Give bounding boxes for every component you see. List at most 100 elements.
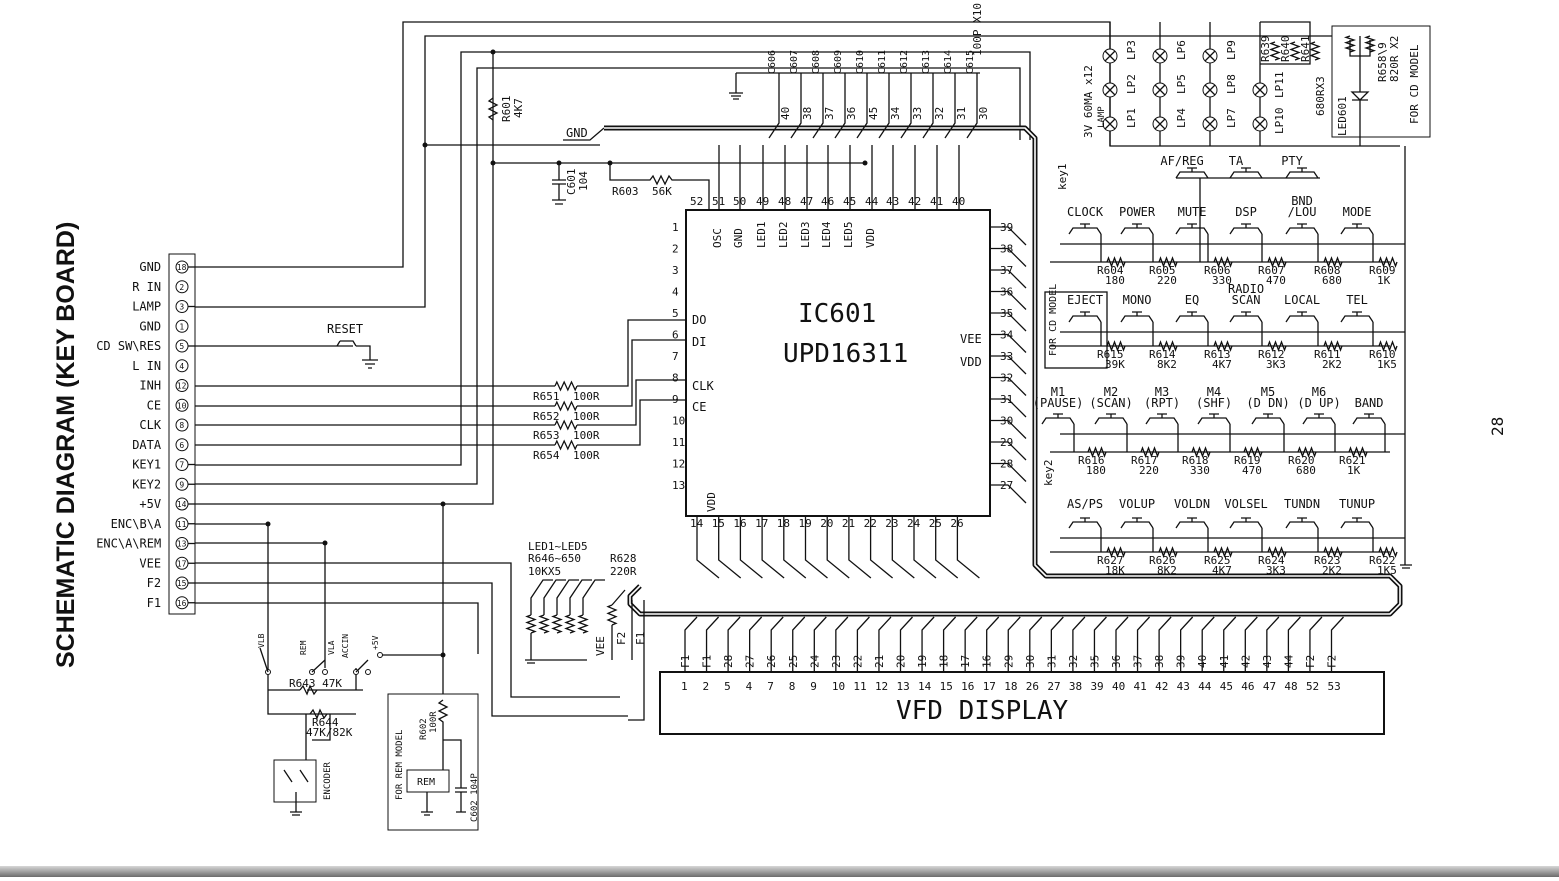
ic-right-lead [990, 226, 1027, 246]
key-label: (SCAN) [1089, 396, 1132, 410]
vfd-lead [813, 616, 827, 672]
vfd-lead [1223, 616, 1237, 672]
ic-left-pin-number: 2 [672, 243, 679, 256]
connector-pin-number: 13 [177, 540, 187, 549]
ic-right-lead [990, 333, 1027, 353]
key-switch [1197, 413, 1231, 425]
ic601-part: UPD16311 [783, 339, 908, 369]
cap-lead [812, 73, 824, 139]
lamp-label: LP5 [1175, 74, 1188, 94]
key-resistor [1267, 340, 1287, 352]
key-label: M1 [1051, 385, 1065, 399]
key-label: POWER [1119, 205, 1156, 219]
encoder-contacts [283, 769, 309, 816]
key-resistor [1378, 546, 1398, 558]
data-wire [577, 379, 686, 426]
cd-resistor [1343, 35, 1357, 53]
key-switch [1285, 311, 1319, 323]
capacitor-bank: C60640C60738C60837C60936C61045C61134C612… [729, 3, 990, 139]
data-resistor-value: 100R [573, 429, 600, 442]
lamp-cross [1154, 50, 1166, 62]
key-resistor-value: 1K5 [1377, 358, 1397, 371]
data-resistor [554, 400, 578, 412]
cap-ref: C614 [943, 50, 954, 74]
key-label: M5 [1261, 385, 1275, 399]
connector-pin-label: INH [139, 379, 161, 393]
connector-pin-label: KEY2 [132, 477, 161, 491]
key-resistor [1348, 446, 1368, 458]
c602-label: C602 104P [470, 773, 480, 822]
lamp-cross [1154, 118, 1166, 130]
vee-label: VEE [594, 636, 607, 656]
vfd-pin-number: 52 [1306, 680, 1319, 693]
key-resistor [1140, 446, 1160, 458]
key-resistor [1213, 546, 1233, 558]
key-switch [1175, 223, 1209, 235]
window-bottom-scrollbar[interactable] [0, 866, 1559, 877]
ic-bottom-lead [826, 516, 850, 579]
key-label: M3 [1155, 385, 1169, 399]
data-wire [577, 399, 686, 446]
connector-pin-label: LAMP [132, 300, 161, 314]
vfd-pin-number: 11 [853, 680, 866, 693]
led-res-lead [582, 579, 605, 615]
ic-right-pin-name: VEE [960, 332, 982, 346]
key-resistor [1323, 340, 1343, 352]
lamp-resistor-value: 680RX3 [1314, 76, 1327, 116]
ic-right-lead [990, 484, 1027, 504]
vfd-pin-number: 13 [897, 680, 910, 693]
encoder-label: ENCODER [323, 761, 333, 800]
ic-top-pin-name: LED2 [777, 222, 790, 249]
led-resistor [577, 614, 589, 634]
key-resistor-ref: R615 [1097, 348, 1124, 361]
vfd-lead [705, 616, 720, 672]
cap-lead [944, 73, 956, 139]
key1-label: key1 [1056, 164, 1069, 191]
key-resistor [1087, 446, 1107, 458]
led-res-lead [543, 579, 566, 615]
key-switch [1340, 223, 1374, 235]
key-resistor-ref: R607 [1258, 264, 1285, 277]
vfd-pin-number: 12 [875, 680, 888, 693]
r602-label: R602 [419, 718, 429, 740]
vfd-lead [921, 616, 935, 672]
led-res-lead [569, 579, 592, 615]
vfd-lead [1007, 616, 1021, 672]
connector-pin-number: 1 [179, 322, 184, 331]
ic-right-lead [990, 269, 1027, 289]
cap-pin-number: 37 [823, 107, 836, 120]
vfd-lead [1330, 616, 1344, 672]
key-switch [1175, 167, 1209, 179]
lamp-cross [1104, 84, 1116, 96]
ic-bottom-lead [848, 516, 872, 579]
r602-value: 100R [429, 711, 439, 733]
key-resistor-ref: R604 [1097, 264, 1124, 277]
ic-bottom-lead [761, 516, 785, 579]
r601-label: R601 [500, 96, 513, 123]
key-switch [1251, 413, 1285, 425]
key-resistor [1213, 340, 1233, 352]
cap-pin-number: 32 [933, 107, 946, 120]
cap-pin-number: 31 [955, 107, 968, 120]
ic-top-pin-name: LED1 [755, 222, 768, 249]
r603-value: 56K [652, 185, 672, 198]
connector-pin-marker [175, 319, 189, 333]
vfd-pin-number: 40 [1112, 680, 1125, 693]
r601-resistor [487, 97, 499, 121]
data-resistor-ref: R654 [533, 449, 560, 462]
led-res-lead [530, 579, 553, 615]
ic-left-pin-number: 1 [672, 221, 679, 234]
key-label: MONO [1123, 293, 1152, 307]
key-resistor-value: 4K7 [1212, 358, 1232, 371]
vfd-pin-number: 48 [1284, 680, 1297, 693]
connector-pin-marker [175, 398, 189, 412]
ic-bottom-lead [869, 516, 894, 579]
ic-left-pin-number: 8 [672, 372, 679, 385]
vfd-pin-number: 53 [1328, 680, 1341, 693]
vlb-label: VLB [257, 633, 266, 648]
vfd-pin-number: 44 [1198, 680, 1212, 693]
key-resistor [1213, 256, 1233, 268]
ic-left-pin-number: 11 [672, 436, 685, 449]
